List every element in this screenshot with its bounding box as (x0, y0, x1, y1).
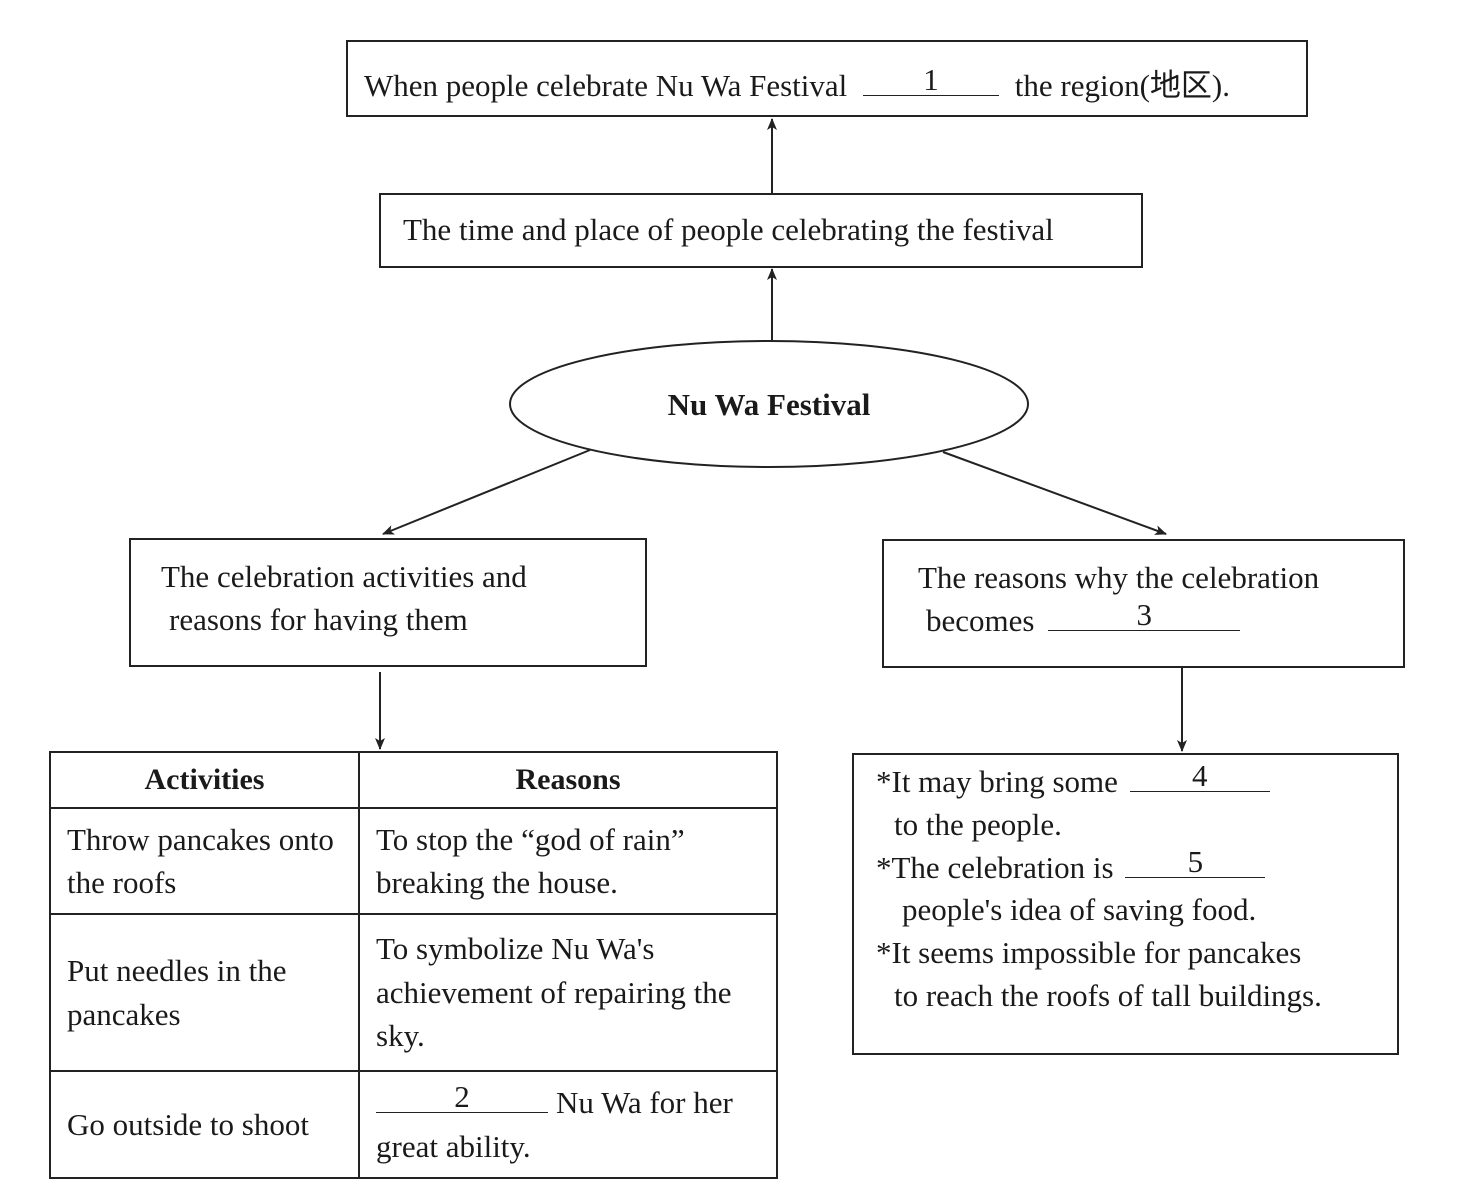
right-box-line1: The reasons why the celebration (918, 560, 1320, 595)
reason-cell: To stop the “god of rain” breaking the h… (358, 807, 778, 915)
activity-cell: Throw pancakes onto the roofs (49, 807, 360, 915)
blank-3[interactable]: 3 (1048, 599, 1241, 631)
left-box: The celebration activities and reasons f… (129, 538, 647, 667)
reason-item-4: *It may bring some 4 (876, 760, 1397, 804)
time-place-box: The time and place of people celebrating… (379, 193, 1143, 268)
blank-4[interactable]: 4 (1129, 760, 1270, 792)
reason-text: *It seems impossible for pancakes (876, 935, 1302, 971)
reason-item-5: *The celebration is 5 (876, 846, 1397, 890)
table-row: Put needles in the pancakes To symbolize… (49, 913, 778, 1072)
arrow-to-left-box (382, 449, 591, 535)
blank-5[interactable]: 5 (1125, 846, 1266, 878)
arrow-to-right-box (942, 451, 1167, 535)
top-box-text-after: the region(地区). (1014, 68, 1230, 103)
center-label: Nu Wa Festival (667, 387, 871, 422)
header-activities: Activities (49, 751, 360, 809)
reason-text: to reach the roofs of tall buildings. (894, 977, 1322, 1013)
blank-2[interactable]: 2 (376, 1081, 548, 1114)
reasons-list-box: *It may bring some 4 to the people. *The… (852, 753, 1399, 1055)
reason-text: people's idea of saving food. (902, 892, 1257, 928)
activities-table: Activities Reasons Throw pancakes onto t… (49, 751, 778, 1179)
center-ellipse (509, 340, 1029, 468)
reason-cell: To symbolize Nu Wa's achievement of repa… (358, 913, 778, 1072)
right-box: The reasons why the celebration becomes … (882, 539, 1405, 668)
top-box-text: When people celebrate Nu Wa Festival (364, 68, 848, 103)
top-box: When people celebrate Nu Wa Festival 1 t… (346, 40, 1308, 117)
reason-text: to the people. (894, 806, 1062, 842)
table-row: Throw pancakes onto the roofs To stop th… (49, 807, 778, 915)
reason-text: *It may bring some (876, 764, 1118, 799)
reason-text: *The celebration is (876, 849, 1114, 885)
blank-1[interactable]: 1 (863, 64, 1000, 96)
activity-cell: Go outside to shoot (49, 1070, 360, 1179)
activity-cell: Put needles in the pancakes (49, 913, 360, 1072)
time-place-text: The time and place of people celebrating… (403, 212, 1054, 247)
left-box-line1: The celebration activities and (161, 559, 527, 594)
header-reasons: Reasons (358, 751, 778, 809)
left-box-line2: reasons for having them (169, 601, 468, 637)
reason-text: Nu Wa for her great ability. (376, 1085, 733, 1164)
right-box-line2: becomes (926, 602, 1035, 638)
